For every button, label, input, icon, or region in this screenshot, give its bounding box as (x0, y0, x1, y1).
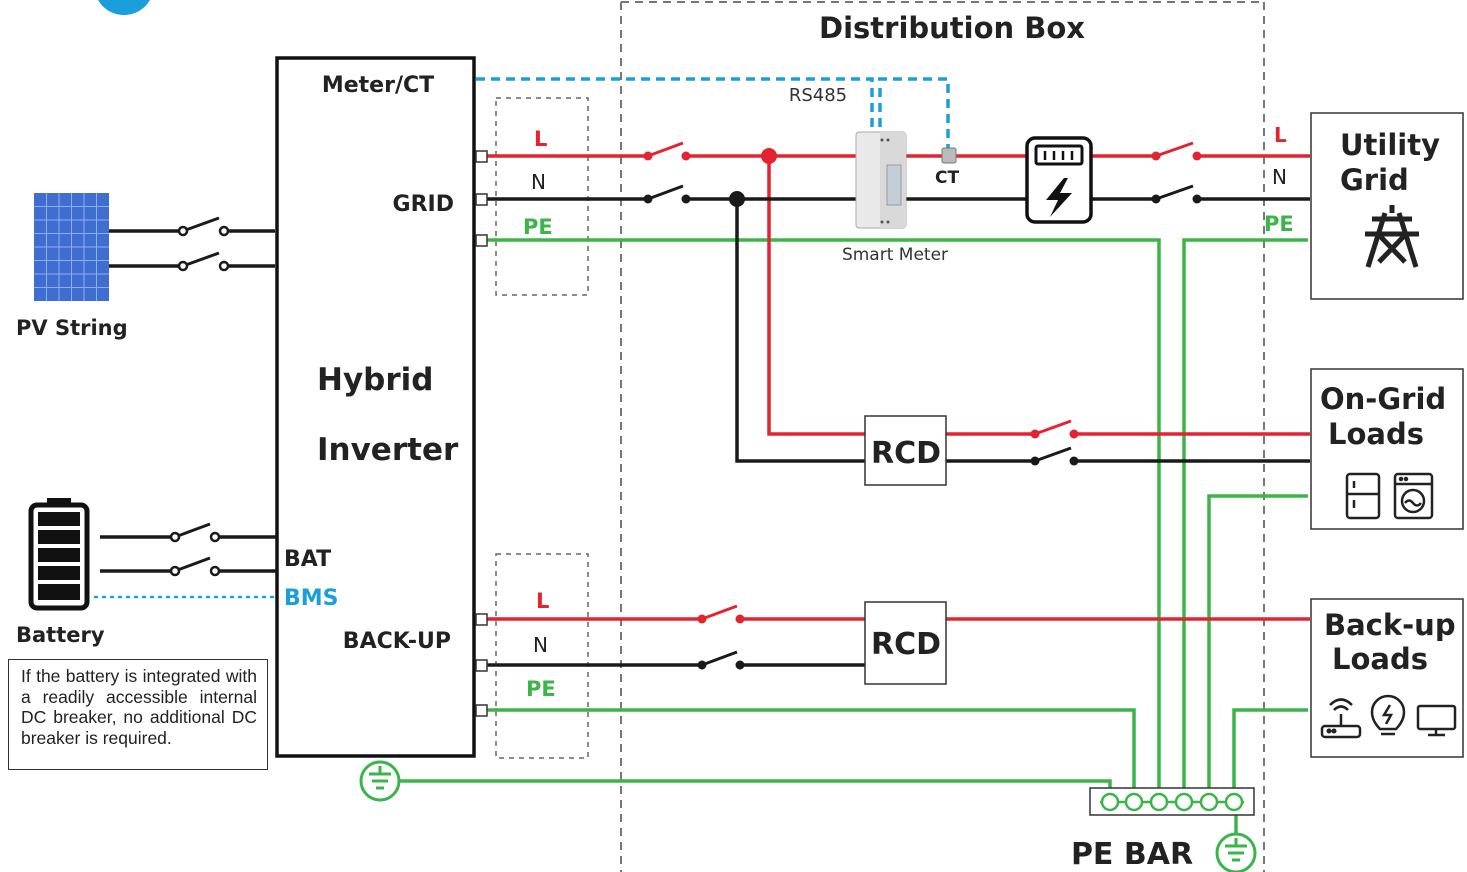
backup-port-terminals (475, 613, 488, 717)
rs485-label: RS485 (789, 85, 847, 106)
rcd-1-label: RCD (871, 436, 941, 471)
neutral-conductors (484, 197, 1310, 667)
utility-terminal-n: N (1272, 165, 1287, 189)
battery-icon (28, 498, 90, 611)
on-grid-load-breaker (1030, 419, 1079, 466)
distribution-box-title: Distribution Box (819, 11, 1085, 45)
grid-terminal-l: L (534, 127, 547, 151)
battery-dc-switch (100, 522, 277, 577)
rcd-2-label: RCD (871, 627, 941, 662)
solar-panel-icon (34, 193, 109, 301)
inverter-port-meter: Meter/CT (322, 73, 434, 98)
backup-loads-line1: Back-up (1324, 608, 1456, 642)
grid-terminal-pe: PE (523, 215, 553, 239)
main-breaker (1151, 141, 1202, 204)
rcd-1-box (864, 415, 947, 486)
inverter-port-bms: BMS (284, 586, 339, 611)
monitor-icon (1416, 704, 1457, 737)
pv-string-label: PV String (16, 316, 128, 340)
backup-terminal-n: N (533, 633, 548, 657)
utility-grid-box (1310, 112, 1464, 300)
ct-label: CT (935, 168, 959, 188)
ct-clamp-icon (941, 147, 957, 164)
on-grid-loads-line1: On-Grid (1320, 382, 1446, 416)
router-icon (1320, 698, 1362, 739)
utility-grid-line1: Utility (1340, 128, 1440, 162)
backup-loads-line2: Loads (1332, 642, 1428, 676)
grid-port-terminals (475, 150, 488, 247)
inverter-title-line2: Inverter (317, 432, 459, 468)
grid-terminal-n: N (531, 170, 546, 194)
on-grid-loads-box (1310, 368, 1464, 530)
grid-breaker (643, 141, 691, 204)
smart-meter-icon (855, 131, 907, 229)
inverter-port-bat: BAT (284, 547, 331, 572)
refrigerator-icon (1345, 472, 1381, 520)
pe-bar-label: PE BAR (1071, 837, 1193, 872)
on-grid-loads-line2: Loads (1328, 417, 1424, 451)
distribution-box-frame (620, 1, 1265, 872)
corner-badge-icon (98, 0, 150, 15)
rcd-2-box (864, 601, 947, 685)
pe-bar-ground-icon (1215, 832, 1257, 872)
inverter-port-grid: GRID (393, 192, 454, 217)
pe-conductors (398, 238, 1308, 838)
rs485-cable (476, 77, 950, 150)
grid-terminal-box (495, 97, 589, 296)
inverter-title-line1: Hybrid (317, 362, 433, 398)
backup-terminal-l: L (536, 589, 549, 613)
backup-terminal-box (495, 553, 589, 759)
hybrid-inverter-box (275, 56, 476, 758)
pv-dc-switch (109, 216, 275, 272)
utility-grid-line2: Grid (1340, 163, 1409, 197)
backup-breaker (697, 604, 745, 670)
battery-note: If the battery is integrated with a read… (8, 659, 268, 770)
neutral-junction (729, 191, 745, 207)
live-conductors (484, 154, 1310, 621)
power-tower-icon (1365, 205, 1419, 268)
smart-meter-label: Smart Meter (842, 245, 948, 265)
backup-terminal-pe: PE (526, 677, 556, 701)
inverter-port-backup: BACK-UP (343, 629, 451, 654)
live-junction (761, 148, 777, 164)
pe-bar-screws (1100, 792, 1244, 812)
utility-terminal-l: L (1274, 123, 1287, 147)
battery-label: Battery (16, 623, 105, 647)
utility-terminal-pe: PE (1264, 212, 1294, 236)
energy-meter-icon (1025, 136, 1093, 224)
light-bulb-icon (1370, 694, 1406, 736)
washing-machine-icon (1393, 472, 1434, 520)
ground-icon (359, 760, 401, 802)
